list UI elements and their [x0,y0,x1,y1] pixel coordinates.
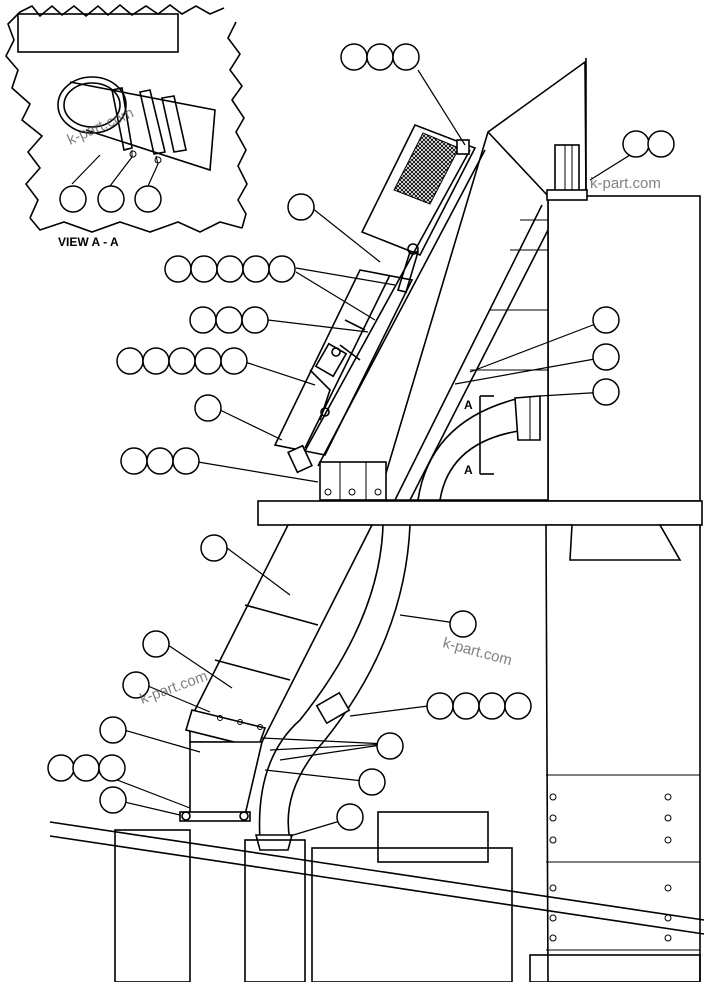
callout-group [449,610,477,638]
callout-group [592,343,620,371]
callout-group [194,394,222,422]
callout-group [164,255,296,283]
section-marker: A A [464,395,494,477]
lower-box-top [377,811,489,863]
right-column [545,524,701,982]
inset-pipe-clamp [57,76,216,172]
callout-group [287,193,315,221]
callout-group [200,534,228,562]
cooler-assembly [273,123,486,474]
left-tank [114,829,191,982]
callout-group [189,306,269,334]
frame-beam [257,500,703,526]
callout-group [358,768,386,796]
housing-block [547,195,701,502]
callout-group [59,185,162,213]
section-marker-top: A [464,398,473,412]
middle-tank [244,839,306,982]
watermark-text: k-part.com [590,175,661,192]
callout-group [622,130,675,158]
callout-group [142,630,170,658]
callout-group [116,347,248,375]
inset-jagged-border [5,3,248,233]
callout-group [120,447,200,475]
callout-group [336,803,364,831]
callout-group [47,754,126,782]
callout-group [340,43,420,71]
watermark-text: k-part.com [441,634,514,669]
callout-group [376,732,404,760]
inset-view-label: VIEW A - A [58,235,119,249]
callout-group [99,716,127,744]
inset-title-box [17,13,179,53]
callout-group [99,786,127,814]
callout-group [426,692,532,720]
flex-pipe-lower [258,524,411,841]
callout-balloons [47,43,675,831]
curved-pipe-upper [417,397,526,501]
section-marker-bottom: A [464,463,473,477]
callout-group [592,378,620,406]
callout-group [122,671,150,699]
callout-group [592,306,620,334]
main-assembly: A A [49,58,704,982]
lower-box [311,847,513,982]
inset-view-a-a: VIEW A - A [5,3,248,249]
